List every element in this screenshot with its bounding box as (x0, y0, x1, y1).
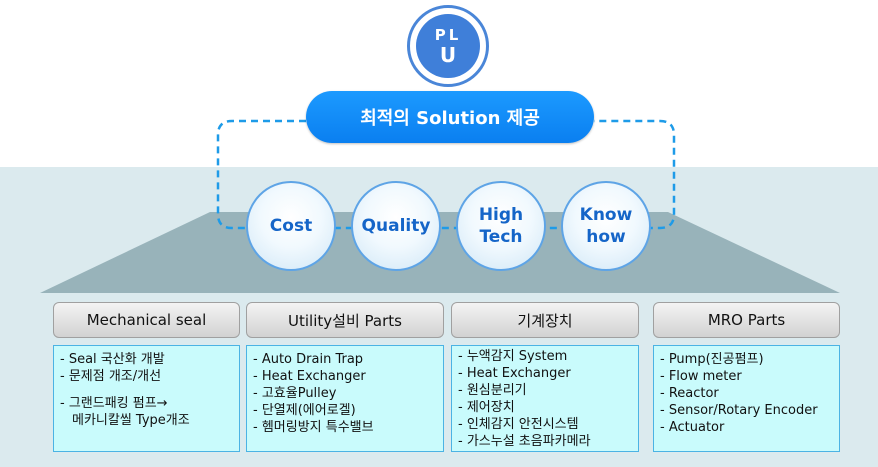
solution-banner: 최적의 Solution 제공 (306, 91, 594, 143)
logo-mark: PL U (416, 14, 480, 78)
list-item: - 가스누설 초음파카메라 (458, 434, 591, 449)
list-machinery: - 누액감지 System - Heat Exchanger - 원심분리기 -… (451, 345, 639, 452)
category-header-mechanical-seal: Mechanical seal (53, 302, 240, 338)
list-item: - 누액감지 System (458, 349, 568, 364)
list-item: - Actuator (660, 420, 725, 435)
logo-text-bottom: U (439, 42, 457, 67)
plu-logo: PL U (407, 5, 489, 87)
list-item: 메카니칼씰 Type개조 (72, 413, 190, 428)
list-item: - 문제점 개조/개선 (60, 369, 162, 384)
list-item: - Auto Drain Trap (253, 352, 364, 367)
value-circle-knowhow: Know how (561, 181, 651, 271)
list-item: - 인체감지 안전시스템 (458, 417, 579, 432)
value-label-line2: Tech (479, 227, 523, 247)
list-utility-parts: - Auto Drain Trap - Heat Exchanger - 고효율… (246, 345, 444, 452)
dashed-loop (216, 119, 676, 230)
list-mro-parts: - Pump(진공펌프) - Flow meter - Reactor - Se… (653, 345, 840, 452)
list-item: - Reactor (660, 386, 719, 401)
list-mechanical-seal: - Seal 국산화 개발 - 문제점 개조/개선 - 그랜드패킹 펌프→ 메카… (53, 345, 240, 452)
list-item: - Pump(진공펌프) (660, 352, 764, 367)
category-header-utility-parts: Utility설비 Parts (246, 302, 444, 338)
category-header-mro-parts: MRO Parts (653, 302, 840, 338)
list-item: - Seal 국산화 개발 (60, 352, 165, 367)
list-item: - 제어장치 (458, 400, 515, 415)
value-label: Cost (269, 216, 313, 236)
list-item: - 고효율Pulley (253, 386, 337, 401)
value-label-line1: High (478, 205, 524, 225)
list-item: - Flow meter (660, 369, 742, 384)
logo-text-top: PL (434, 25, 462, 44)
value-label: Quality (361, 216, 431, 236)
value-circle-hightech: High Tech (456, 181, 546, 271)
value-circle-cost: Cost (246, 181, 336, 271)
list-item: - 단열제(에어로겔) (253, 403, 356, 418)
list-item: - Sensor/Rotary Encoder (660, 403, 818, 418)
list-item: - 헴머링방지 특수밸브 (253, 420, 374, 435)
list-item: - Heat Exchanger (253, 369, 366, 384)
category-header-machinery: 기계장치 (451, 302, 639, 338)
value-circle-quality: Quality (351, 181, 441, 271)
value-label-line1: Know (579, 205, 633, 225)
list-item: - Heat Exchanger (458, 366, 571, 381)
list-item: - 그랜드패킹 펌프→ (60, 396, 168, 411)
list-item: - 원심분리기 (458, 383, 527, 398)
value-label-line2: how (586, 227, 626, 247)
